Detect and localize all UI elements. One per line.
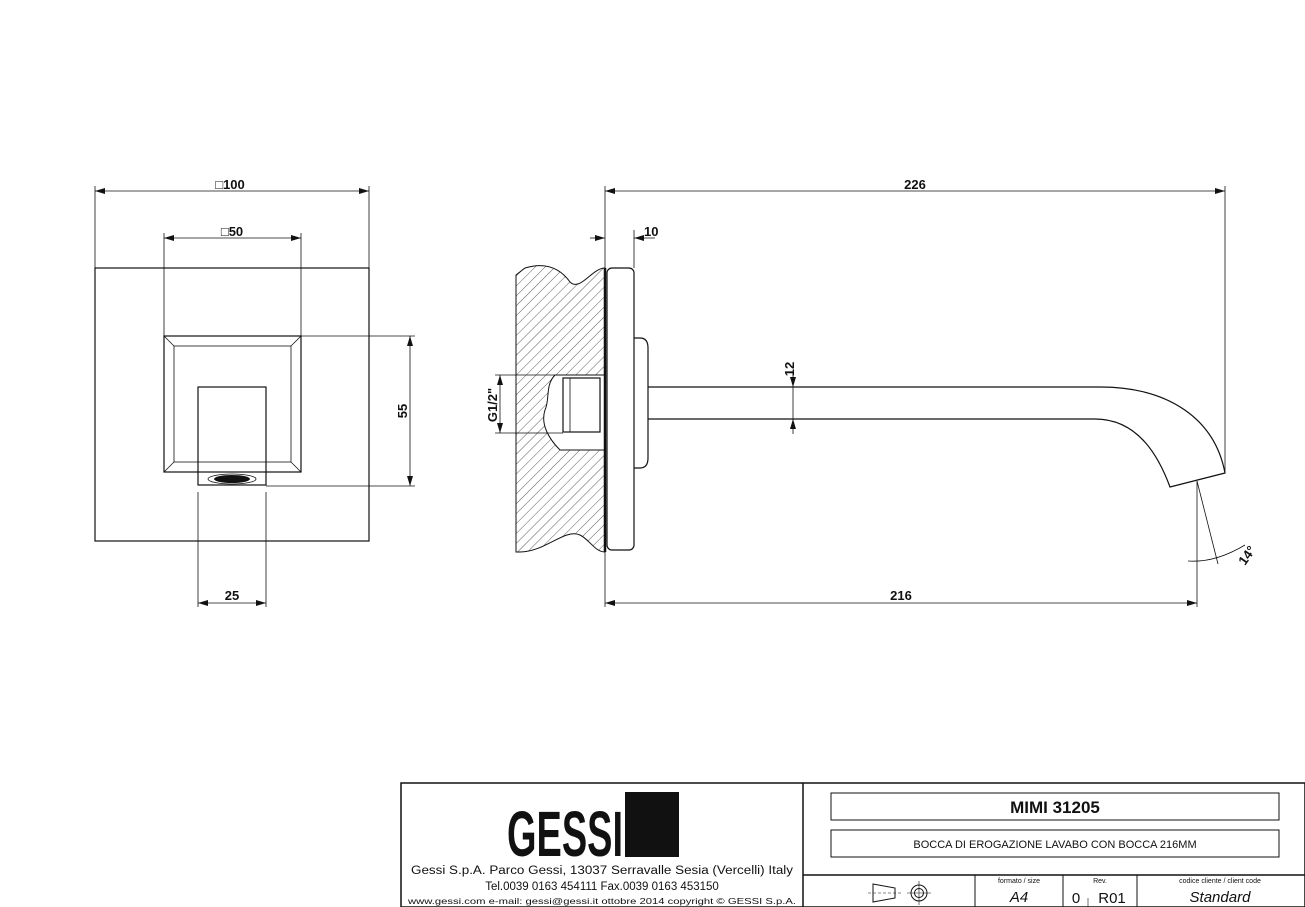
boss [634, 337, 649, 469]
wall-section-hatched [515, 265, 606, 553]
phone-fax: Tel.0039 0163 454111 Fax.0039 0163 45315… [485, 881, 719, 893]
svg-text:GESSI: GESSI [507, 798, 623, 870]
projection-symbol-icon [868, 881, 931, 905]
spout-front [197, 386, 267, 486]
format-value: A4 [1009, 889, 1028, 906]
threaded-nipple [562, 377, 601, 433]
dim-inner-label: □50 [221, 224, 243, 239]
dim-outer-label: □100 [215, 177, 245, 192]
dim-angle-label: 14° [1235, 543, 1259, 568]
format-label: formato / size [998, 878, 1040, 885]
rev-label: Rev. [1093, 878, 1107, 885]
web-email-copyright: www.gessi.com e-mail: gessi@gessi.it ott… [407, 896, 796, 906]
rev-number: 0 [1072, 890, 1080, 907]
dim-spout-width-label: 25 [225, 588, 239, 603]
side-view: 226 10 12 G1/2" 216 14° [485, 177, 1259, 607]
client-code-value: Standard [1190, 889, 1252, 906]
company-address: Gessi S.p.A. Parco Gessi, 13037 Serraval… [411, 865, 793, 877]
title-block: GESSI Gessi S.p.A. Parco Gessi, 13037 Se… [400, 782, 1305, 907]
product-description: BOCCA DI EROGAZIONE LAVABO CON BOCCA 216… [913, 839, 1196, 851]
wall-plate-outline [94, 267, 370, 542]
dim-projection-label: 216 [890, 588, 912, 603]
dim-thread-label: G1/2" [485, 388, 500, 422]
spout-body-outline [163, 335, 302, 473]
spout-pipe [648, 386, 1226, 488]
rev-value: R01 [1098, 890, 1126, 907]
aerator-outlet [214, 475, 250, 483]
gessi-logo: GESSI [507, 792, 679, 870]
client-code-label: codice cliente / client code [1179, 878, 1261, 885]
product-name: MIMI 31205 [1010, 798, 1100, 817]
front-view: □100 □50 55 25 [94, 177, 415, 607]
dim-plate-thickness-label: 10 [644, 224, 658, 239]
wall-plate-side [606, 267, 635, 551]
dim-height-label: 55 [395, 404, 410, 418]
dim-total-length-label: 226 [904, 177, 926, 192]
dim-pipe-diameter-label: 12 [782, 362, 797, 376]
